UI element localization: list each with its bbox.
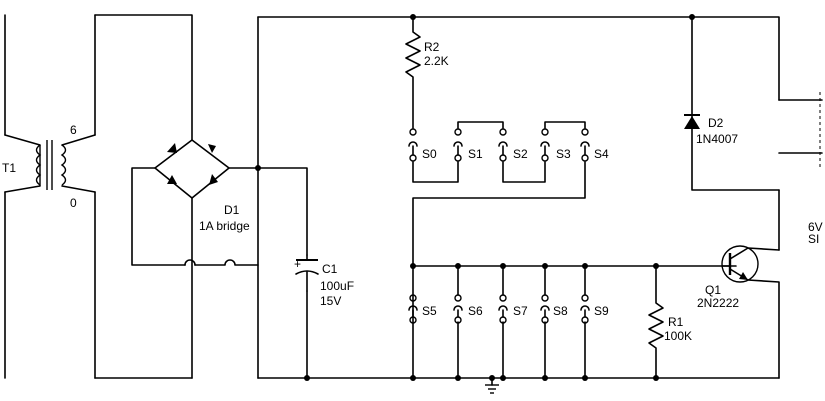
resistor-r1: R1 100K xyxy=(648,265,692,379)
switch-label-s2: S2 xyxy=(513,147,528,161)
transistor-q1: Q1 2N2222 xyxy=(697,245,780,379)
t1-tap-0: 0 xyxy=(70,196,77,210)
switch-label-s1: S1 xyxy=(468,147,483,161)
r1-value: 100K xyxy=(664,329,692,343)
c1-polarity: + xyxy=(294,257,301,271)
resistor-r2: R2 2.2K xyxy=(405,16,449,129)
switch-label-s0: S0 xyxy=(422,147,437,161)
d1-label: D1 xyxy=(224,203,240,217)
switch-label-s8: S8 xyxy=(553,304,568,318)
switch-s5[interactable]: S5 xyxy=(408,294,437,324)
d2-value: 1N4007 xyxy=(696,132,738,146)
t1-label: T1 xyxy=(2,161,16,175)
diode-d2: D2 1N4007 xyxy=(684,16,780,191)
switch-s7[interactable]: S7 xyxy=(498,294,528,324)
switch-chain-top: S0 S1 S2 S3 S4 xyxy=(408,121,609,379)
switch-s1[interactable]: S1 xyxy=(453,128,483,162)
switch-s2[interactable]: S2 xyxy=(498,128,528,162)
switch-label-s9: S9 xyxy=(594,304,609,318)
c1-voltage: 15V xyxy=(320,294,341,308)
switch-s8[interactable]: S8 xyxy=(540,294,568,324)
transformer-t1: T1 6 0 xyxy=(2,14,193,379)
relay-partial: 6V SI xyxy=(778,92,823,251)
q1-label: Q1 xyxy=(705,283,721,297)
r1-label: R1 xyxy=(668,315,684,329)
d2-label: D2 xyxy=(708,116,724,130)
switch-label-s6: S6 xyxy=(468,304,483,318)
bridge-rectifier-d1: D1 1A bridge xyxy=(131,139,259,379)
switch-bank-bottom: S5 S6 S7 S8 S9 xyxy=(408,263,737,381)
rails xyxy=(255,14,780,381)
relay-label-line2: SI xyxy=(808,232,819,246)
switch-s0[interactable]: S0 xyxy=(408,128,437,162)
switch-label-s5: S5 xyxy=(422,304,437,318)
switch-label-s7: S7 xyxy=(513,304,528,318)
t1-tap-6: 6 xyxy=(70,123,77,137)
c1-label: C1 xyxy=(322,262,338,276)
r2-value: 2.2K xyxy=(424,54,449,68)
r2-label: R2 xyxy=(424,40,440,54)
c1-value: 100uF xyxy=(320,279,354,293)
relay-label-line1: 6V xyxy=(808,220,823,234)
capacitor-c1: + C1 100uF 15V xyxy=(294,254,354,308)
ground-symbol xyxy=(485,375,499,394)
d1-value: 1A bridge xyxy=(199,219,250,233)
switch-s9[interactable]: S9 xyxy=(580,294,609,324)
switch-s3[interactable]: S3 xyxy=(540,128,571,162)
switch-s6[interactable]: S6 xyxy=(453,294,483,324)
switch-label-s4: S4 xyxy=(594,147,609,161)
switch-label-s3: S3 xyxy=(556,147,571,161)
q1-value: 2N2222 xyxy=(697,296,739,310)
switch-s4[interactable]: S4 xyxy=(580,128,609,162)
